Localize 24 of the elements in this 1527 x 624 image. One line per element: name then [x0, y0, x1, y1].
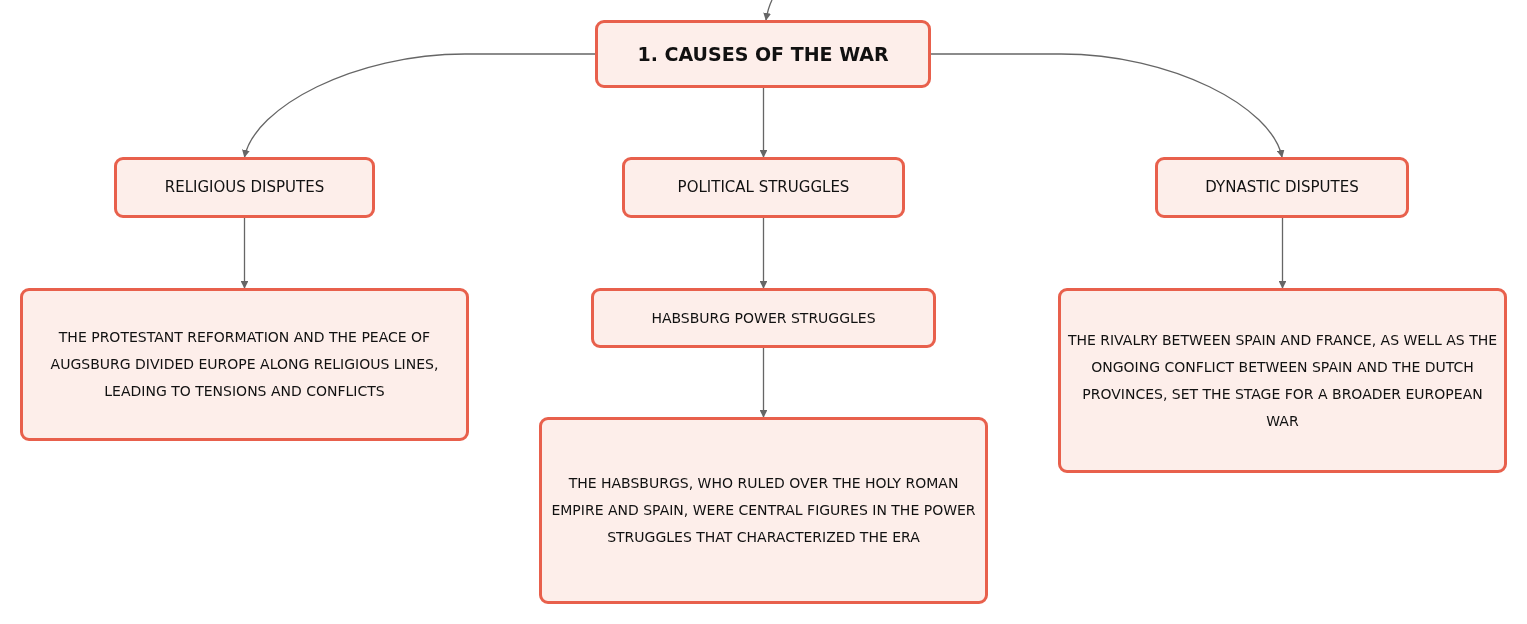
node-text: HABSBURG POWER STRUGGLES: [651, 308, 876, 328]
arrow: [240, 217, 249, 289]
arrow: [759, 347, 768, 418]
subtopic-box: [20, 288, 469, 441]
subtopic-box: [539, 417, 988, 604]
arrow: [243, 53, 596, 158]
subtopic-box: [1058, 288, 1507, 473]
node-text: THE RIVALRY BETWEEN SPAIN AND FRANCE, AS WELL AS THE ONGOING CONFLICT BETWEEN SPAIN AND THE DUTCH PROVINCES, SET THE STAGE FOR A BROADER EUROPEAN WAR: [1067, 330, 1498, 431]
node-text: POLITICAL STRUGGLES: [677, 177, 850, 198]
topic-title: 1. CAUSES OF THE WAR: [637, 41, 889, 67]
node-text: THE PROTESTANT REFORMATION AND THE PEACE OF AUGSBURG DIVIDED EUROPE ALONG RELIGIOUS LINES, LEADING TO TENSIONS AND CONFLICTS: [49, 328, 440, 401]
arrow: [930, 53, 1284, 158]
arrow: [1278, 217, 1287, 289]
arrow: [759, 87, 768, 158]
subtopic-box: [591, 288, 936, 348]
node-text: THE HABSBURGS, WHO RULED OVER THE HOLY ROMAN EMPIRE AND SPAIN, WERE CENTRAL FIGURES IN THE POWER STRUGGLES THAT CHARACTERIZED THE ERA: [550, 474, 977, 547]
subtopic-box: [622, 157, 905, 218]
subtopic-box: [1155, 157, 1409, 218]
subtopic-box: [114, 157, 375, 218]
node-text: RELIGIOUS DISPUTES: [164, 177, 325, 198]
node-text: DYNASTIC DISPUTES: [1205, 177, 1359, 198]
topic-box: [595, 20, 931, 88]
arrow: [759, 217, 768, 289]
arrow: [763, 0, 773, 21]
